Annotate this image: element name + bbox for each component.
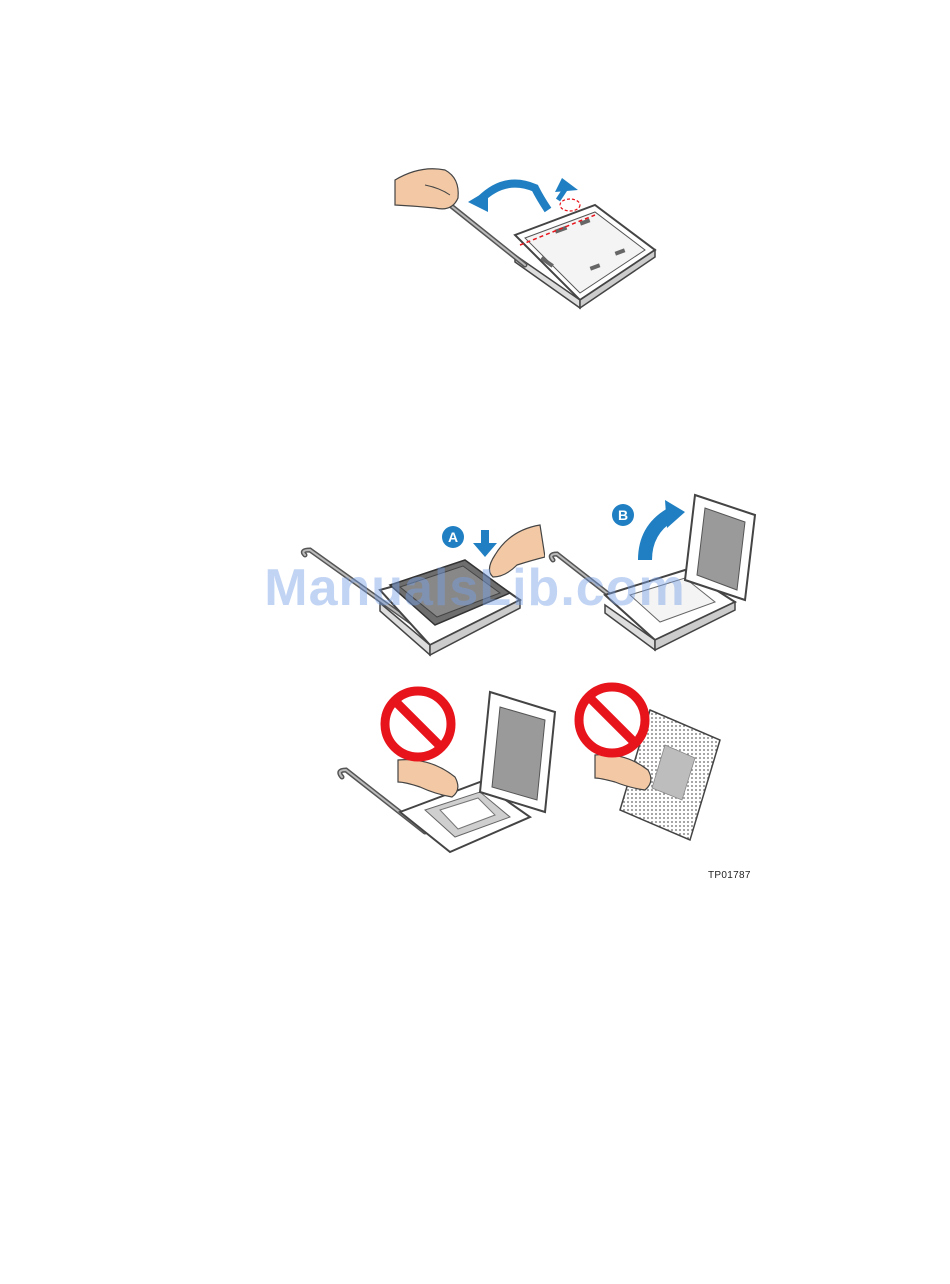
- step-a-label: A: [448, 529, 458, 545]
- prohibited-icon: [385, 691, 451, 757]
- hand-icon: [398, 760, 458, 797]
- arrow-icon: [468, 178, 578, 212]
- figure-code: TP01787: [708, 870, 751, 881]
- step-b-illustration: B: [545, 490, 760, 660]
- socket-icon: [515, 199, 655, 308]
- step-a-badge: A: [442, 526, 464, 548]
- arrow-icon: [645, 500, 685, 560]
- load-plate: [480, 692, 555, 812]
- step-b-badge: B: [612, 504, 634, 526]
- step-b-label: B: [618, 507, 628, 523]
- lever-lift-illustration: [390, 150, 670, 315]
- hand-icon: [489, 525, 545, 577]
- no-touch-socket-illustration: [330, 682, 565, 862]
- load-plate: [685, 495, 755, 600]
- step-a-illustration: A: [295, 515, 545, 660]
- hand-icon: [395, 169, 458, 209]
- arrow-icon: [473, 530, 497, 557]
- no-touch-processor-illustration: [570, 680, 730, 845]
- prohibited-icon: [579, 687, 645, 753]
